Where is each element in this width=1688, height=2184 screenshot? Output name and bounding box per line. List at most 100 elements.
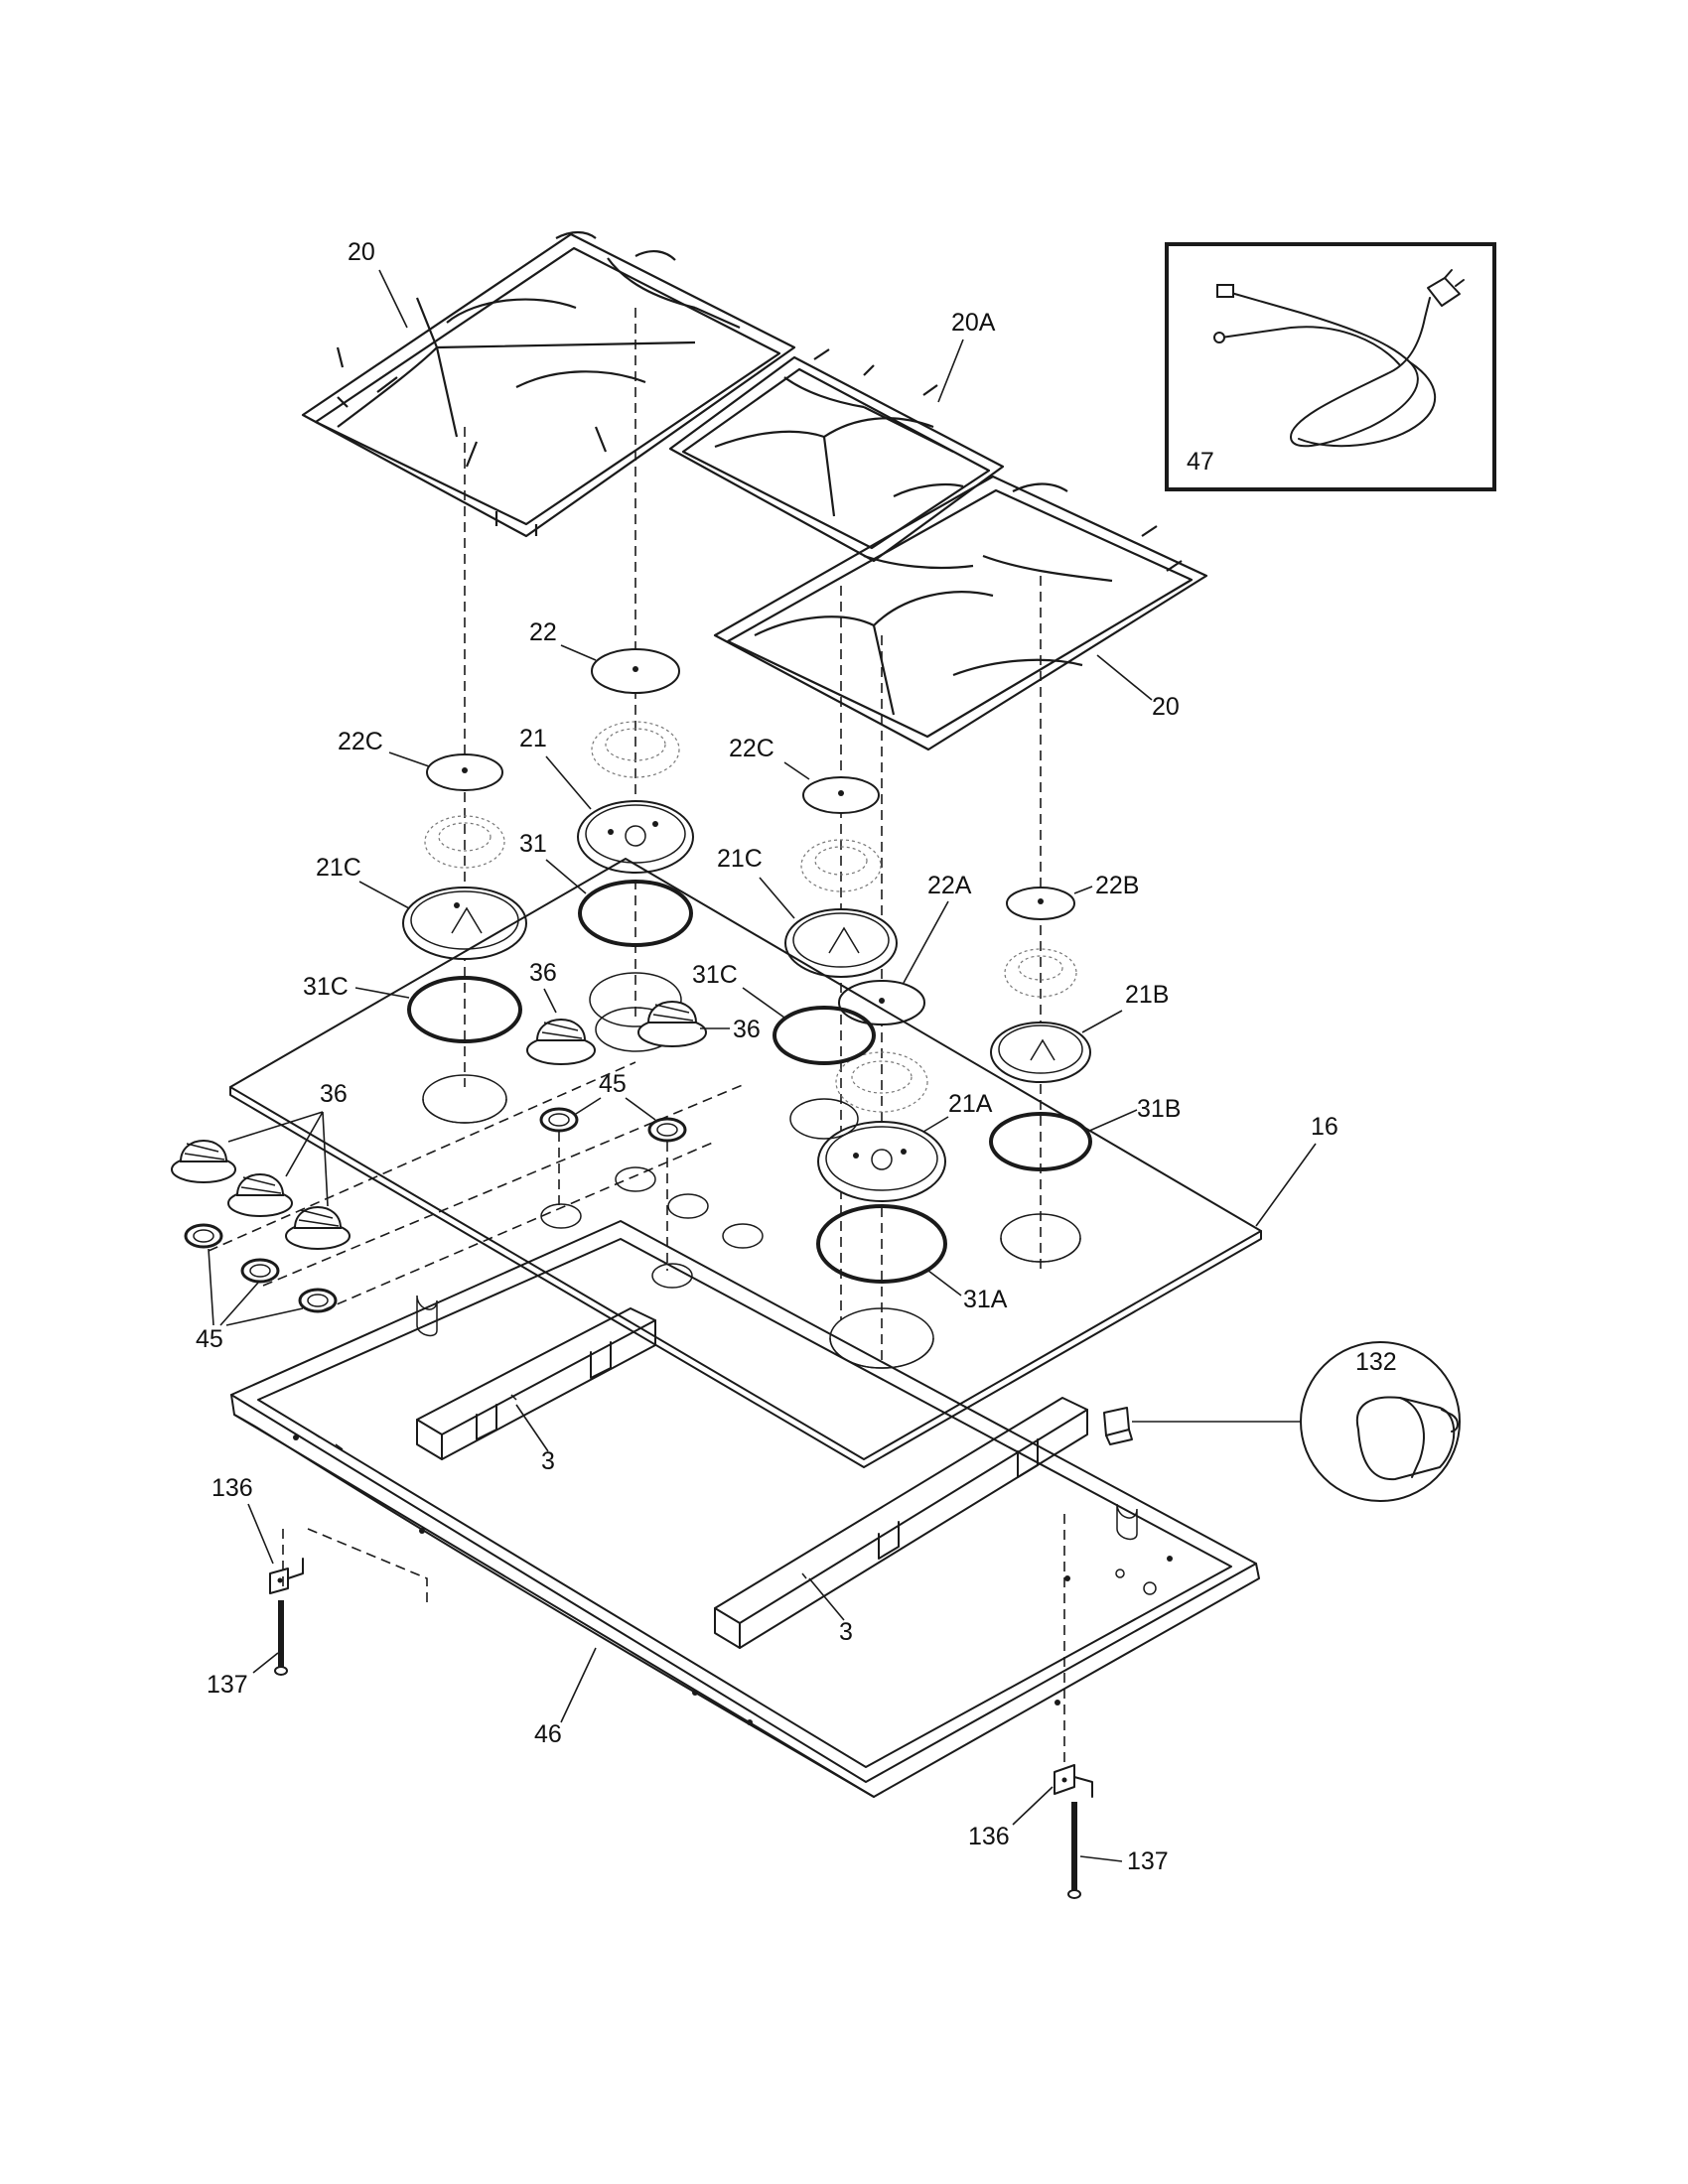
leader-head-front-center: [922, 1116, 949, 1133]
leader-cap-front-center: [903, 900, 949, 984]
label-grate-right: 20: [1152, 693, 1180, 721]
ring-left: [407, 976, 522, 1043]
leader-ring-right: [1086, 1109, 1138, 1133]
frame: [230, 1220, 1260, 1798]
cooktop-glass: [229, 858, 1262, 1468]
grate-center: [668, 348, 1005, 563]
label-connector: 132: [1355, 1348, 1397, 1376]
head-right: [990, 1022, 1091, 1083]
bracket-right: [714, 1397, 1088, 1649]
leader-cap-right: [1073, 886, 1093, 894]
ring-center-right: [773, 1006, 876, 1065]
leader-cooktop-glass: [1255, 1143, 1317, 1227]
label-head-center-right: 21C: [717, 845, 763, 873]
bezel-group: [184, 1223, 338, 1313]
bracket-left: [416, 1307, 656, 1460]
label-clip-left: 136: [211, 1474, 253, 1502]
cap-right: [1006, 887, 1075, 920]
leader-cap-center-right: [783, 761, 810, 780]
leader-screw-left: [252, 1652, 279, 1674]
label-ring-center-back: 31: [519, 830, 547, 858]
leader-head-right: [1081, 1010, 1123, 1033]
power-cord-illustration: [1213, 269, 1465, 448]
head-left: [402, 887, 527, 960]
leader-head-left: [358, 881, 410, 909]
screw-left: [274, 1600, 288, 1676]
label-knob-a: 36: [529, 959, 557, 987]
bezel-center: [539, 1107, 687, 1143]
leader-bezel-group: [208, 1248, 304, 1326]
cap-front-center: [838, 980, 925, 1025]
leader-head-center-right: [759, 877, 795, 919]
ring-front-center: [816, 1204, 947, 1284]
label-screw-left: 137: [207, 1671, 248, 1699]
leader-knob-a: [543, 988, 557, 1014]
cap-center-back: [591, 648, 680, 694]
cap-center-right: [802, 776, 880, 814]
screw-right: [1067, 1802, 1081, 1899]
connector: [1103, 1341, 1461, 1502]
leader-ring-front-center: [927, 1270, 962, 1297]
label-head-right: 21B: [1125, 981, 1169, 1009]
spreaders: [424, 721, 1077, 1113]
label-cap-center-right: 22C: [729, 735, 774, 762]
leader-grate-right: [1096, 654, 1153, 701]
cap-left: [426, 753, 503, 791]
label-ring-left: 31C: [303, 973, 349, 1001]
leader-grate-left: [378, 269, 408, 329]
knob-a: [526, 1019, 596, 1065]
label-grate-center: 20A: [951, 309, 996, 337]
label-bezel-center: 45: [599, 1070, 627, 1098]
knob-group: [171, 1140, 351, 1250]
label-head-center-back: 21: [519, 725, 547, 752]
knob-b: [637, 1001, 707, 1047]
leader-bezel-center: [575, 1097, 656, 1121]
label-screw-right: 137: [1127, 1847, 1169, 1875]
head-center-back: [577, 800, 694, 874]
label-bezel-group: 45: [196, 1325, 223, 1353]
leader-bracket-right: [808, 1577, 845, 1621]
grate-right: [713, 475, 1208, 751]
power-cord-inset: 47: [1165, 242, 1496, 491]
leader-clip-right: [1012, 1786, 1054, 1826]
leader-head-center-back: [545, 755, 592, 810]
label-cap-front-center: 22A: [927, 872, 972, 899]
label-head-front-center: 21A: [948, 1090, 993, 1118]
label-cap-center-back: 22: [529, 618, 557, 646]
label-cap-left: 22C: [338, 728, 383, 755]
label-knob-b: 36: [733, 1016, 761, 1043]
leader-ring-center-right: [742, 987, 785, 1019]
label-ring-front-center: 31A: [963, 1286, 1008, 1313]
label-clip-right: 136: [968, 1823, 1010, 1850]
grate-left: [301, 230, 796, 538]
ring-center-back: [578, 880, 693, 947]
label-ring-center-right: 31C: [692, 961, 738, 989]
leader-clip-left: [247, 1503, 274, 1565]
leader-knob-group: [227, 1111, 329, 1207]
label-bracket-left: 3: [541, 1447, 555, 1475]
label-frame: 46: [534, 1720, 562, 1748]
label-cooktop-glass: 16: [1311, 1113, 1338, 1141]
label-knob-group: 36: [320, 1080, 348, 1108]
label-ring-right: 31B: [1137, 1095, 1181, 1123]
label-power-cord: 47: [1187, 448, 1214, 476]
head-front-center: [817, 1121, 946, 1202]
label-grate-left: 20: [348, 238, 375, 266]
ring-right: [989, 1112, 1092, 1171]
label-cap-right: 22B: [1095, 872, 1139, 899]
label-bracket-right: 3: [839, 1618, 853, 1646]
leader-ring-center-back: [545, 859, 587, 894]
head-center-right: [784, 908, 898, 978]
leader-bracket-left: [515, 1404, 549, 1452]
leader-cap-left: [388, 751, 430, 767]
clip-right: [1054, 1764, 1093, 1798]
leader-frame: [560, 1647, 597, 1723]
leader-grate-center: [937, 339, 964, 403]
leader-screw-right: [1079, 1855, 1123, 1862]
knob-shaft-lines: [208, 1061, 746, 1311]
clip-left: [269, 1558, 304, 1594]
leader-cap-center-back: [560, 644, 597, 661]
label-head-left: 21C: [316, 854, 361, 882]
leader-ring-left: [354, 987, 410, 999]
